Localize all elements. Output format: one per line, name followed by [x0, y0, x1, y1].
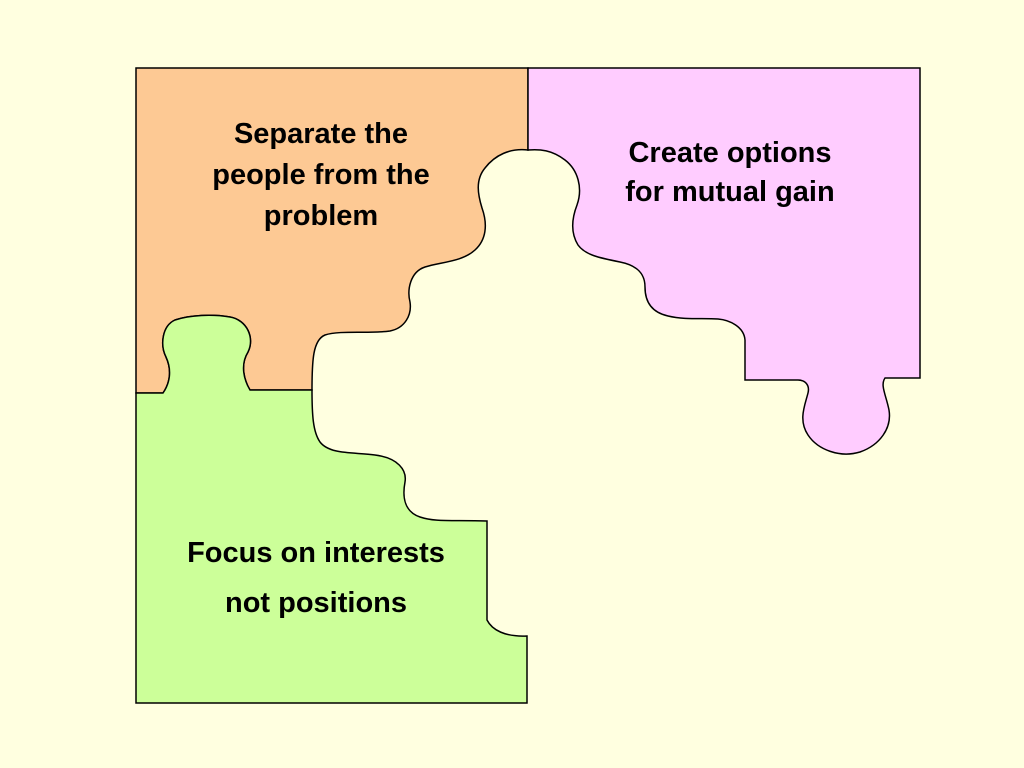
green-piece-label: Focus on interests not positions: [150, 528, 482, 628]
orange-label-line-2: people from the: [212, 159, 430, 191]
pink-puzzle-piece: [527, 67, 921, 455]
orange-label-line-1: Separate the: [233, 118, 409, 150]
green-label-line-1: Focus on interests: [187, 537, 445, 569]
green-label-line-2: not positions: [224, 587, 408, 619]
orange-piece-label: Separate the people from the problem: [175, 114, 467, 237]
pink-label-line-1: Create options: [628, 137, 832, 169]
pink-piece-label: Create options for mutual gain: [580, 134, 880, 212]
green-puzzle-piece: [135, 314, 528, 704]
orange-label-line-3: problem: [263, 200, 379, 232]
pink-label-line-2: for mutual gain: [625, 176, 835, 208]
